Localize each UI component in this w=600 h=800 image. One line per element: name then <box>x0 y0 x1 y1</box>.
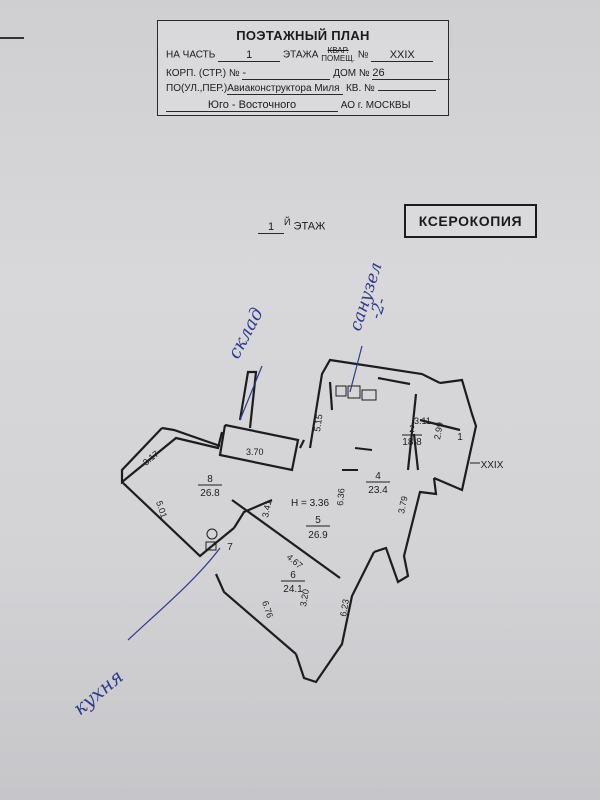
dim-3-79: 3.79 <box>396 495 409 514</box>
dim-2-99: 2.99 <box>432 421 445 440</box>
pomesh-text: ПОМЕЩ. <box>321 54 355 63</box>
room-5-area: 26.9 <box>308 530 328 541</box>
room-4-area: 23.4 <box>368 485 388 496</box>
hand-sanuzel: санузел <box>346 260 387 334</box>
dim-3-17: 3.17 <box>141 449 161 468</box>
wall-room8-left <box>121 481 213 558</box>
washbasin-icon <box>205 541 217 551</box>
part-row: НА ЧАСТЬ 1 ЭТАЖА КВАР. ПОМЕЩ. № XXIX <box>166 47 434 63</box>
dom-value: 26 <box>372 67 451 80</box>
dim-3-70: 3.70 <box>246 447 264 457</box>
hand-arrows <box>127 345 363 641</box>
dim-5-15: 5.15 <box>312 414 324 433</box>
wall-bath2-b <box>377 376 411 386</box>
bath-icon <box>361 389 377 401</box>
room-labels: 1 2 18.8 4 23.4 5 26.9 6 24.1 7 8 26.8 H… <box>200 424 503 595</box>
toilet-bowl-icon <box>206 528 218 540</box>
wall-partition-a <box>299 439 305 449</box>
sink-icon <box>335 385 347 397</box>
street-label: ПО(УЛ.,ПЕР.) <box>166 83 228 94</box>
arrow-kuhnya <box>127 547 221 641</box>
wall-storage-stub <box>238 370 258 429</box>
room-2-number: 2 <box>409 424 415 435</box>
room-6-number: 6 <box>290 570 296 581</box>
wall-bottom-left <box>214 573 297 655</box>
fixtures <box>205 385 377 551</box>
korp-label: КОРП. (СТР.) № <box>166 68 240 79</box>
floor-number: 1 <box>258 221 284 234</box>
ceiling-height: H = 3.36 <box>291 498 330 509</box>
room-4-number: 4 <box>375 471 381 482</box>
hand-kuhnya: кухня <box>69 666 128 720</box>
document-title: ПОЭТАЖНЫЙ ПЛАН <box>236 28 370 43</box>
floors-label: ЭТАЖА <box>282 49 319 61</box>
wall-room5-left <box>233 498 273 529</box>
number-value: XXIX <box>371 49 434 62</box>
part-value: 1 <box>218 49 281 62</box>
room-underlines <box>198 434 480 582</box>
okrug-row: Юго - Восточного АО г. МОСКВЫ <box>166 99 410 112</box>
wall-right-top <box>433 378 478 492</box>
kv-label: КВ. № <box>345 83 375 94</box>
wall-room5-6 <box>231 499 341 579</box>
kvar-text: КВАР. <box>327 46 349 55</box>
arrow-sklad <box>239 365 263 421</box>
wall-room1-b <box>412 433 420 471</box>
kvar-pomesh: КВАР. ПОМЕЩ. <box>321 47 355 63</box>
wall-bath2 <box>328 381 334 411</box>
korp-value: - <box>242 67 331 80</box>
arrow-sanuzel <box>349 345 363 393</box>
wall-top <box>308 358 441 449</box>
title-block: ПОЭТАЖНЫЙ ПЛАН НА ЧАСТЬ 1 ЭТАЖА КВАР. ПО… <box>157 20 451 116</box>
floor-suffix: Й <box>284 217 291 227</box>
room-2-area: 18.8 <box>402 437 422 448</box>
room-8-area: 26.8 <box>200 488 220 499</box>
dim-3-20: 3.20 <box>298 588 311 607</box>
okrug-value: Юго - Восточного <box>166 99 338 112</box>
street-value: Авиаконструктора Миля <box>227 83 344 95</box>
walls <box>120 358 478 684</box>
room-1-number: 1 <box>457 432 463 443</box>
dim-5-01: 5.01 <box>154 500 169 520</box>
korp-row: КОРП. (СТР.) № - ДОМ № 26 <box>166 67 451 80</box>
margin-mark <box>0 37 24 39</box>
dim-6-76: 6.76 <box>260 600 275 620</box>
wall-room8-topinner <box>161 426 221 448</box>
dim-6-36: 6.36 <box>335 488 346 506</box>
wall-right-mid <box>373 477 438 584</box>
dim-3-41: 3.41 <box>260 499 273 518</box>
wall-bottom-right <box>294 551 375 684</box>
floor-word: ЭТАЖ <box>293 220 326 233</box>
room-number-mark: XXIX <box>481 460 504 471</box>
kv-value <box>377 90 436 91</box>
dom-label: ДОМ № <box>333 68 370 79</box>
room-8-number: 8 <box>207 474 213 485</box>
dim-3-11: 3.11 <box>414 416 431 426</box>
toilet-icon <box>347 385 361 399</box>
wall-storage <box>218 423 300 472</box>
part-label: НА ЧАСТЬ <box>166 49 216 61</box>
dash-a <box>354 447 373 451</box>
wall-room1 <box>419 418 461 432</box>
xerocopy-stamp: КСЕРОКОПИЯ <box>404 204 537 238</box>
wall-room2 <box>406 393 418 471</box>
room-5-number: 5 <box>315 515 321 526</box>
num-label: № <box>357 49 369 61</box>
room-7-number: 7 <box>227 542 233 553</box>
city-label: АО г. МОСКВЫ <box>340 100 411 111</box>
hand-sklad: склад <box>224 304 268 362</box>
room-6-area: 24.1 <box>283 584 303 595</box>
street-row: ПО(УЛ.,ПЕР.)Авиаконструктора Миля КВ. № <box>166 83 436 95</box>
dim-6-23: 6.23 <box>338 598 351 617</box>
dim-4-67: 4.67 <box>285 552 305 571</box>
